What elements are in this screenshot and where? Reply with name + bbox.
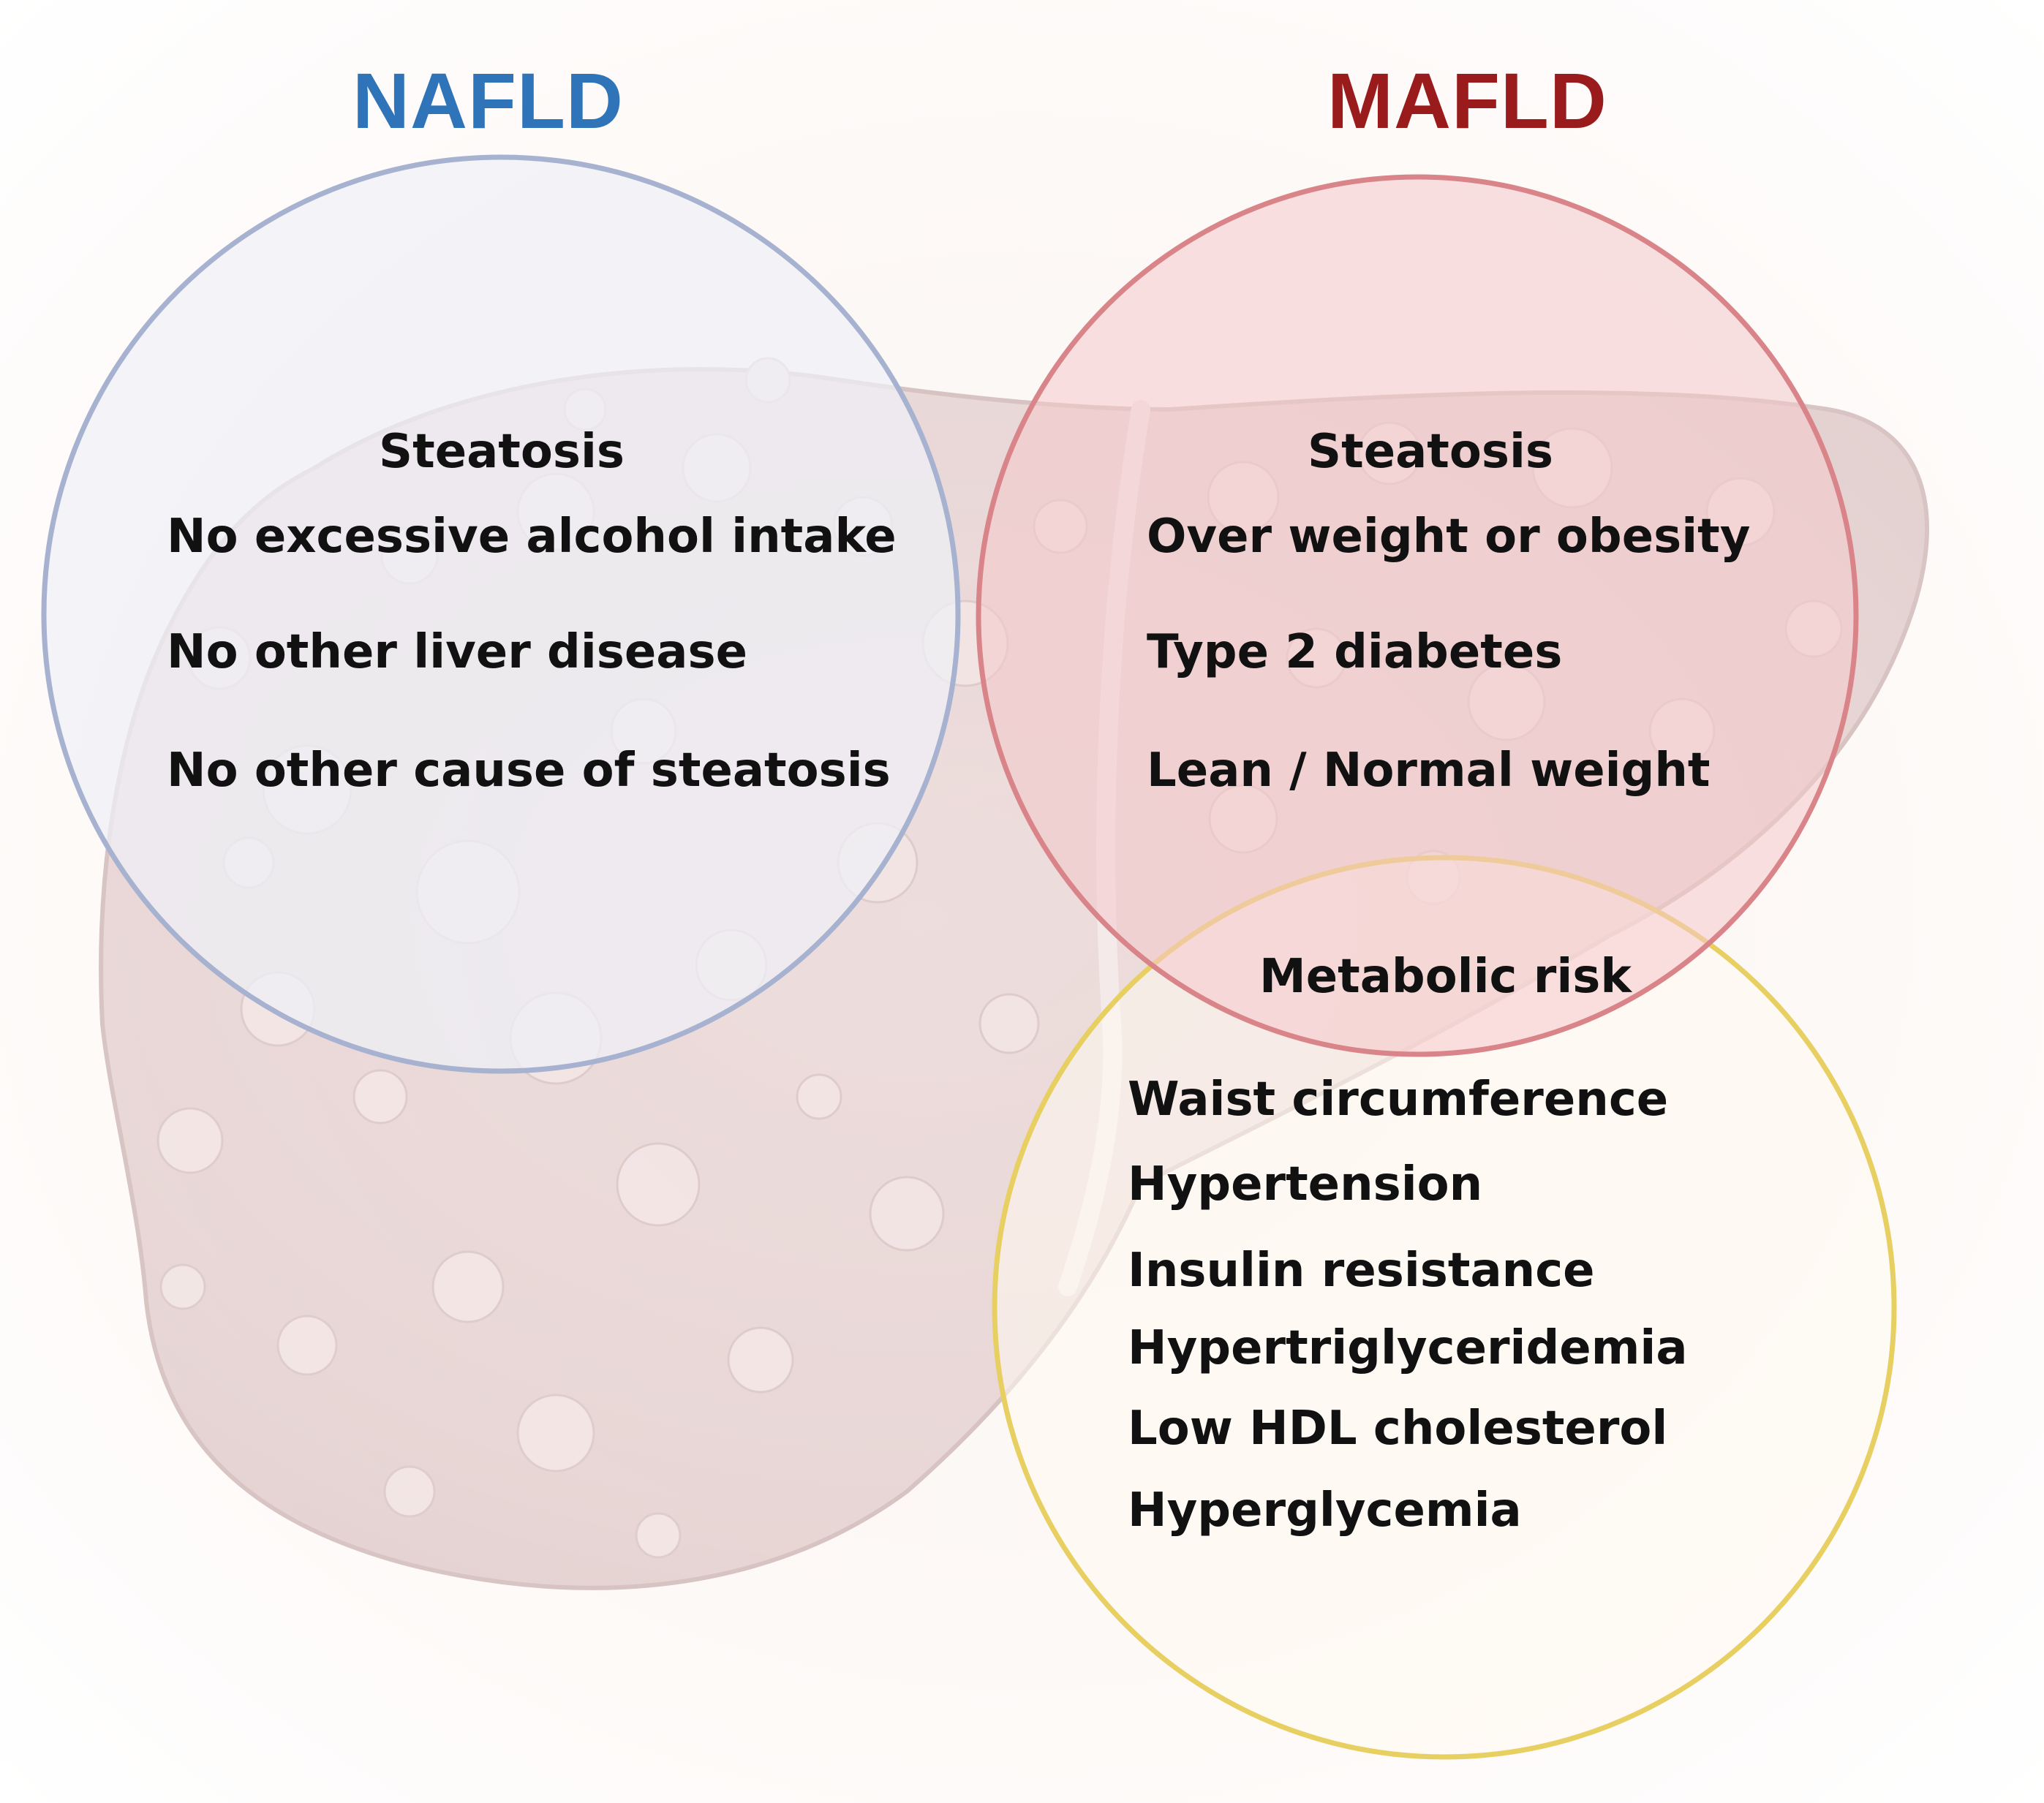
- fat-droplet: [276, 1315, 338, 1376]
- fat-droplet: [516, 1394, 595, 1473]
- fat-droplet: [431, 1250, 505, 1323]
- fat-droplet: [869, 1176, 945, 1252]
- nafld-steatosis-label: Steatosis: [379, 425, 625, 479]
- fat-droplet: [616, 1142, 701, 1227]
- nafld-criterion: No other cause of steatosis: [167, 744, 891, 798]
- metabolic-risk-heading: Metabolic risk: [1259, 950, 1632, 1004]
- fat-droplet: [383, 1465, 436, 1518]
- fat-droplet: [159, 1263, 206, 1310]
- metabolic-risk-item: Hypertension: [1128, 1157, 1483, 1212]
- nafld-title: NAFLD: [352, 56, 624, 145]
- mafld-circle: [976, 174, 1859, 1057]
- mafld-criterion: Lean / Normal weight: [1147, 744, 1711, 798]
- mafld-steatosis-label: Steatosis: [1308, 425, 1553, 479]
- fat-droplet: [727, 1326, 794, 1394]
- nafld-criterion: No other liver disease: [167, 625, 747, 679]
- fat-droplet: [156, 1107, 224, 1174]
- metabolic-risk-item: Hyperglycemia: [1128, 1483, 1522, 1538]
- metabolic-risk-item: Insulin resistance: [1128, 1244, 1595, 1298]
- fat-droplet: [796, 1073, 842, 1120]
- nafld-circle: [41, 154, 961, 1074]
- mafld-criterion: Type 2 diabetes: [1147, 625, 1563, 679]
- nafld-criterion: No excessive alcohol intake: [167, 510, 897, 564]
- fat-droplet: [635, 1512, 682, 1559]
- metabolic-risk-item: Waist circumference: [1128, 1073, 1669, 1127]
- fat-droplet: [978, 993, 1040, 1054]
- fat-droplet: [352, 1069, 408, 1124]
- mafld-title: MAFLD: [1327, 56, 1607, 145]
- metabolic-risk-item: Hypertriglyceridemia: [1128, 1321, 1688, 1375]
- metabolic-risk-item: Low HDL cholesterol: [1128, 1402, 1668, 1456]
- mafld-criterion: Over weight or obesity: [1147, 510, 1751, 564]
